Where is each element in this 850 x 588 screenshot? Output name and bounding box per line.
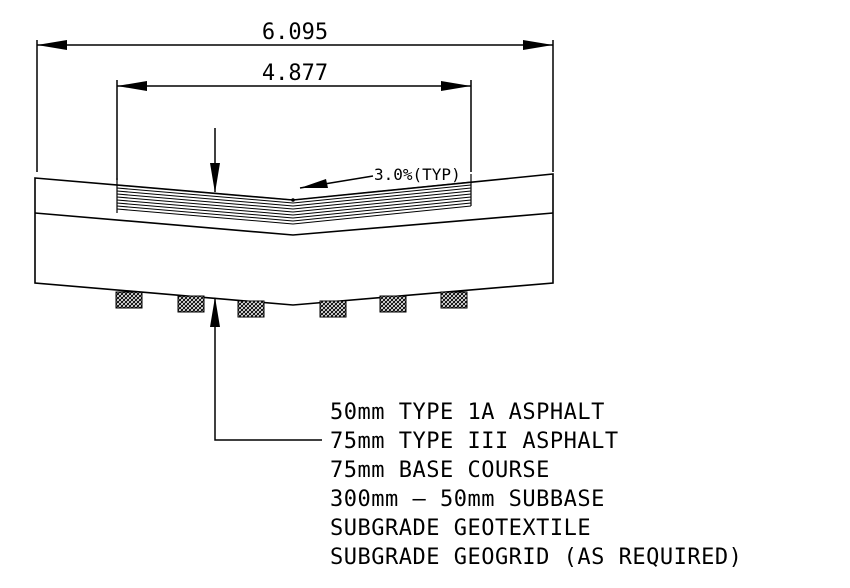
- note-line: 300mm — 50mm SUBBASE: [330, 487, 605, 512]
- note-line: SUBGRADE GEOGRID (AS REQUIRED): [330, 545, 742, 570]
- geogrid-block: [237, 300, 265, 318]
- pavement-cross-section: [34, 173, 554, 306]
- geogrid-block: [319, 300, 347, 318]
- note-line: 50mm TYPE 1A ASPHALT: [330, 400, 605, 425]
- section-outline: [34, 173, 554, 306]
- base-course-line: [34, 212, 554, 236]
- geogrid-block: [177, 295, 205, 313]
- surface-arrow: [210, 128, 220, 193]
- note-line: 75mm BASE COURSE: [330, 458, 550, 483]
- overall-left-arrowhead: [37, 40, 67, 50]
- slope-label: 3.0%(TYP): [374, 165, 461, 184]
- geogrid-blocks: [115, 291, 468, 318]
- leader-arrowhead: [210, 297, 220, 327]
- overall-width-label: 6.095: [262, 20, 328, 45]
- note-line: 75mm TYPE III ASPHALT: [330, 429, 619, 454]
- crown-point: [291, 198, 295, 202]
- overall-right-arrowhead: [523, 40, 553, 50]
- note-line: SUBGRADE GEOTEXTILE: [330, 516, 591, 541]
- slope-arrowhead: [300, 179, 328, 188]
- geogrid-block: [379, 295, 407, 313]
- overall-width-dimension: 6.095: [36, 20, 554, 172]
- notes-leader: [210, 297, 322, 441]
- paved-width-label: 4.877: [262, 61, 328, 86]
- layer-notes: 50mm TYPE 1A ASPHALT 75mm TYPE III ASPHA…: [330, 400, 742, 570]
- paved-right-arrowhead: [441, 81, 471, 91]
- asphalt-layers: [116, 181, 472, 225]
- geogrid-block: [115, 291, 143, 309]
- slope-callout: 3.0%(TYP): [299, 165, 461, 189]
- paved-width-dimension: 4.877: [116, 61, 472, 180]
- paved-left-arrowhead: [117, 81, 147, 91]
- geogrid-block: [440, 291, 468, 309]
